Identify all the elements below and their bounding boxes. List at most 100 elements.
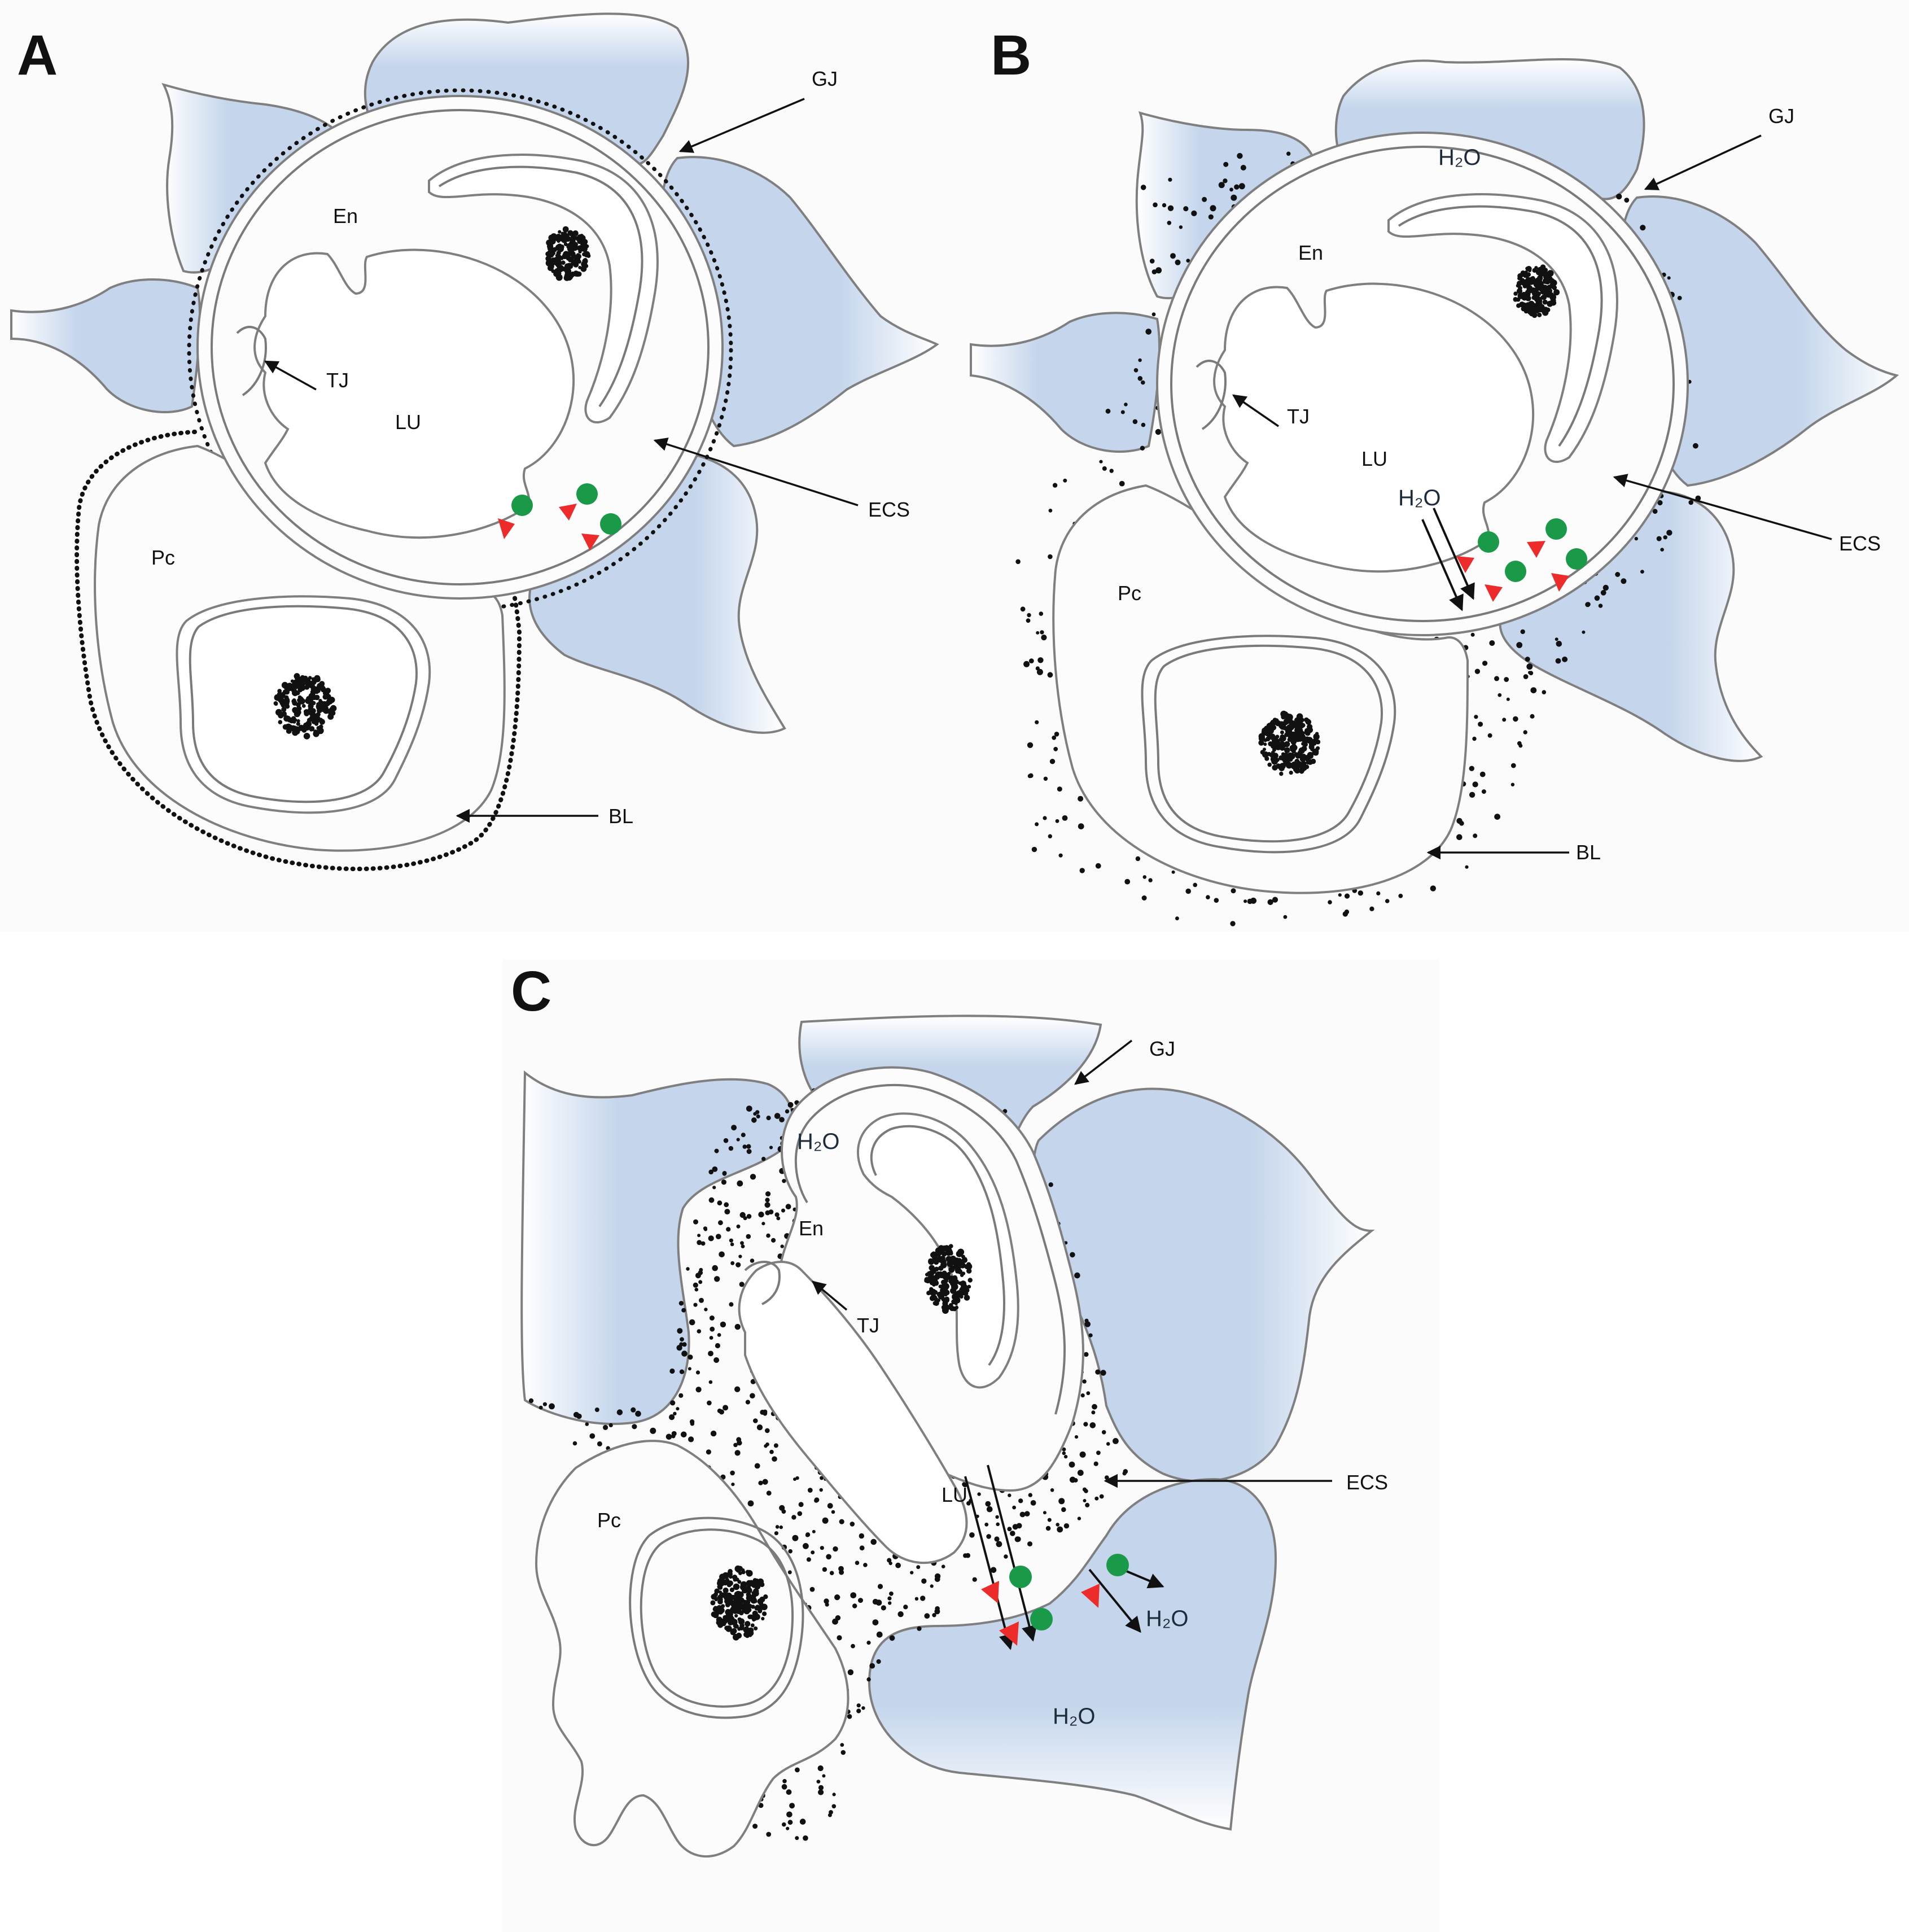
water-dot bbox=[1481, 789, 1486, 794]
chromatin-granule bbox=[1297, 725, 1301, 729]
water-dot bbox=[693, 1219, 698, 1225]
chromatin-granule bbox=[964, 1295, 970, 1301]
water-dot bbox=[1151, 269, 1157, 274]
water-dot bbox=[730, 1261, 735, 1265]
water-dot bbox=[837, 1596, 840, 1599]
water-dot bbox=[799, 1819, 806, 1825]
chromatin-granule bbox=[1307, 724, 1313, 730]
water-dot bbox=[1133, 368, 1139, 373]
water-dot bbox=[1035, 720, 1039, 724]
water-dot bbox=[1053, 746, 1058, 751]
water-dot bbox=[542, 1402, 548, 1406]
water-dot bbox=[708, 1235, 714, 1242]
water-dot bbox=[708, 1169, 713, 1175]
water-dot bbox=[1170, 253, 1176, 259]
water-dot bbox=[708, 1350, 713, 1357]
water-dot bbox=[709, 1336, 713, 1340]
water-dot bbox=[1057, 786, 1062, 792]
chromatin-granule bbox=[1518, 286, 1522, 291]
chromatin-granule bbox=[934, 1297, 938, 1302]
chromatin-granule bbox=[1540, 266, 1545, 272]
water-flow-arrow bbox=[1433, 508, 1475, 600]
water-dot bbox=[665, 1433, 672, 1440]
water-dot bbox=[1137, 376, 1143, 381]
chromatin-granule bbox=[1293, 767, 1298, 772]
water-dot bbox=[781, 1509, 786, 1514]
water-dot bbox=[712, 1186, 716, 1190]
chromatin-granule bbox=[947, 1260, 954, 1267]
chromatin-granule bbox=[1280, 730, 1284, 735]
water-dot bbox=[1208, 214, 1214, 220]
water-dot bbox=[755, 1110, 760, 1114]
water-flow-arrow bbox=[1421, 519, 1464, 611]
water-dot bbox=[1267, 899, 1273, 905]
endothelial-cell-membrane bbox=[211, 109, 710, 585]
water-dot bbox=[697, 1240, 702, 1245]
water-dot bbox=[731, 1483, 735, 1487]
chromatin-granule bbox=[1517, 273, 1523, 279]
water-dot bbox=[736, 1138, 740, 1142]
chromatin-granule bbox=[1307, 738, 1312, 743]
water-dot bbox=[1487, 733, 1492, 738]
water-dot bbox=[1015, 559, 1021, 565]
water-dot bbox=[717, 1408, 722, 1413]
water-dot bbox=[1056, 1523, 1059, 1527]
water-dot bbox=[869, 1663, 875, 1669]
chromatin-granule bbox=[291, 725, 298, 732]
aquaporin bbox=[1551, 548, 1587, 592]
panel-b-letter: B bbox=[991, 24, 1031, 87]
chromatin-granule bbox=[724, 1593, 729, 1599]
water-dot bbox=[1012, 1505, 1016, 1510]
chromatin-granule bbox=[1537, 275, 1543, 281]
water-dot bbox=[572, 1441, 577, 1446]
water-dot bbox=[1077, 1470, 1084, 1476]
chromatin-granule bbox=[1533, 307, 1540, 314]
water-dot bbox=[1074, 1435, 1079, 1439]
water-dot bbox=[1494, 676, 1499, 681]
chromatin-granule bbox=[729, 1587, 734, 1593]
water-dot bbox=[832, 1618, 838, 1625]
chromatin-granule bbox=[1264, 756, 1269, 761]
chromatin-granule bbox=[1538, 281, 1543, 285]
chromatin-granule bbox=[747, 1603, 752, 1609]
lu-label: LU bbox=[1361, 447, 1387, 470]
chromatin-granule bbox=[713, 1595, 717, 1599]
water-dot bbox=[1456, 834, 1463, 841]
water-dot bbox=[1124, 878, 1131, 885]
water-dot bbox=[1096, 1450, 1101, 1455]
water-dot bbox=[795, 1767, 800, 1773]
water-dot bbox=[769, 1449, 774, 1454]
water-dot bbox=[1027, 613, 1031, 618]
water-dot bbox=[921, 1578, 927, 1584]
water-dot bbox=[861, 1706, 865, 1710]
chromatin-granule bbox=[738, 1603, 745, 1610]
en-label: En bbox=[1298, 241, 1323, 264]
water-dot bbox=[739, 1212, 746, 1218]
water-dot bbox=[714, 1276, 720, 1282]
chromatin-granule bbox=[723, 1587, 729, 1594]
chromatin-granule bbox=[1263, 742, 1267, 746]
water-dot bbox=[934, 1576, 940, 1583]
water-dot bbox=[1079, 868, 1085, 873]
water-dot bbox=[1004, 1554, 1008, 1559]
chromatin-granule bbox=[325, 706, 329, 710]
chromatin-granule bbox=[303, 733, 310, 740]
water-dot bbox=[1472, 781, 1478, 788]
h2o-label: H₂O bbox=[1053, 1704, 1096, 1729]
pericyte-nucleus-membrane bbox=[629, 1516, 804, 1719]
chromatin-granule bbox=[1526, 303, 1533, 310]
water-dot bbox=[1077, 1516, 1082, 1520]
water-dot bbox=[1047, 1518, 1052, 1522]
water-dot bbox=[681, 1308, 686, 1313]
water-dot bbox=[1185, 888, 1191, 894]
chromatin-granule bbox=[730, 1594, 735, 1599]
water-dot bbox=[889, 1591, 894, 1596]
chromatin-granule bbox=[304, 724, 310, 731]
chromatin-granule bbox=[316, 702, 320, 706]
water-dot bbox=[1162, 203, 1167, 208]
chromatin-granule bbox=[1301, 723, 1306, 728]
water-dot bbox=[1023, 661, 1030, 667]
water-dot bbox=[1520, 629, 1525, 635]
water-dot bbox=[1069, 1461, 1075, 1468]
chromatin-granule bbox=[1291, 733, 1295, 737]
